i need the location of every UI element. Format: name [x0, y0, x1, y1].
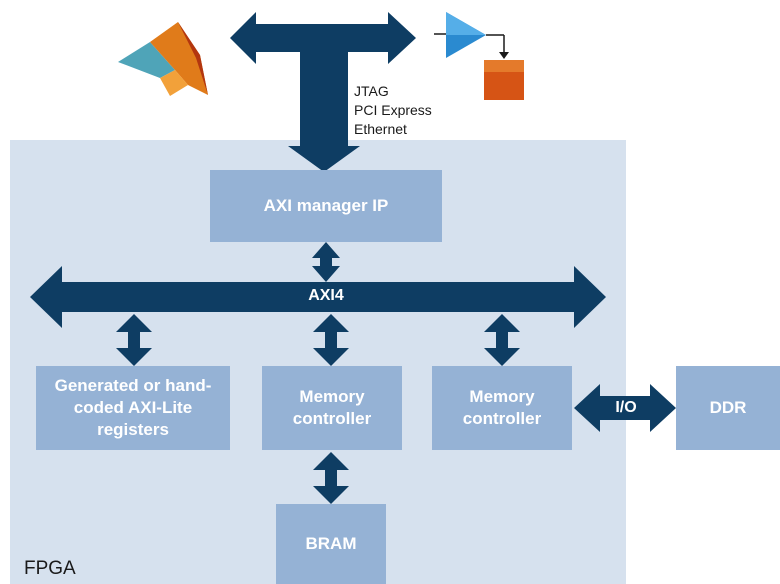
ddr-block: DDR: [676, 366, 780, 450]
fpga-label: FPGA: [24, 558, 76, 579]
axi-lite-registers-block: Generated or hand-coded AXI-Lite registe…: [36, 366, 230, 450]
axi-manager-bus-arrow: [312, 242, 340, 282]
host-link-arrow: [230, 12, 416, 172]
bram-link-arrow: [313, 452, 349, 504]
interface-pci-express: PCI Express: [354, 102, 432, 118]
matlab-logo-icon: [118, 22, 208, 96]
memory-controller-2-block: Memory controller: [432, 366, 572, 450]
io-link-arrow: [574, 384, 676, 432]
memory-controller-2-bus-arrow: [484, 314, 520, 366]
host-interface-list: JTAG PCI Express Ethernet: [354, 82, 432, 139]
axi-manager-block: AXI manager IP: [210, 170, 442, 242]
interface-ethernet: Ethernet: [354, 121, 407, 137]
axi4-bus-arrow: [30, 266, 606, 328]
interface-jtag: JTAG: [354, 83, 389, 99]
registers-bus-arrow: [116, 314, 152, 366]
memory-controller-1-bus-arrow: [313, 314, 349, 366]
bram-block: BRAM: [276, 504, 386, 584]
io-bus-label: I/O: [615, 399, 637, 416]
axi4-bus-label: AXI4: [308, 287, 344, 304]
memory-controller-1-block: Memory controller: [262, 366, 402, 450]
simulink-logo-icon: [434, 12, 524, 100]
